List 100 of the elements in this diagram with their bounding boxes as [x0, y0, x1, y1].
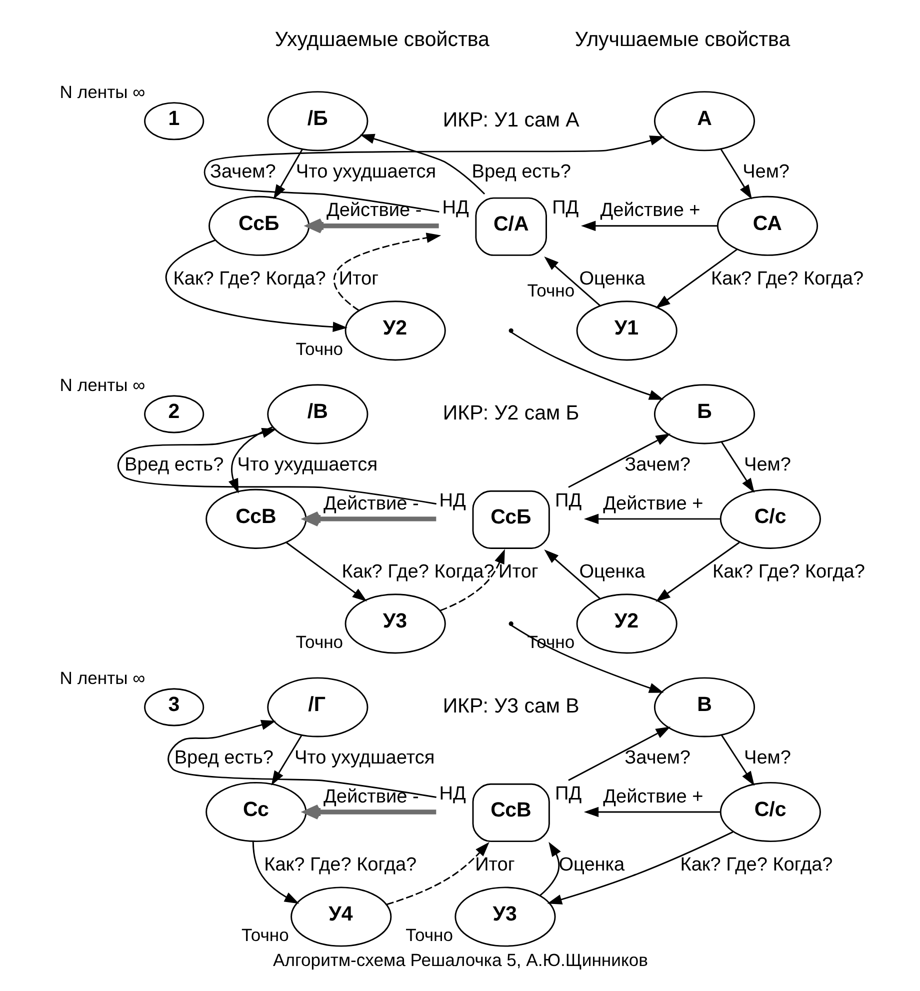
arrow — [167, 720, 436, 798]
edge-label: Вред есть? — [124, 454, 224, 476]
node-box: СсВ — [472, 783, 550, 842]
edge-label: Действие - — [323, 493, 418, 514]
arrow — [165, 239, 348, 332]
node-ellipse: У3 — [454, 886, 556, 947]
node-label: N ленты ∞ — [59, 668, 145, 688]
arrow — [359, 134, 485, 195]
arrow — [720, 148, 752, 200]
label: ИКР: У1 сам А — [442, 108, 579, 132]
node-ellipse: А — [653, 91, 755, 152]
arrow — [272, 149, 302, 200]
node-label: Точно — [526, 280, 574, 300]
edge-label: Действие - — [323, 786, 418, 808]
node-label: ПД — [554, 783, 582, 804]
node-box: С/А — [474, 197, 546, 256]
arrow — [568, 434, 670, 488]
edge-label: Как? Где? Когда? — [172, 268, 326, 290]
caption: Алгоритм-схема Решалочка 5, А.Ю.Щинников — [272, 950, 648, 970]
node-label: НД — [438, 783, 466, 804]
arrow — [655, 248, 737, 308]
node-ellipse: 3 — [144, 688, 204, 726]
arrow — [252, 841, 299, 904]
edge-label: Действие + — [602, 786, 703, 808]
arrow — [117, 428, 436, 505]
node-ellipse: У4 — [290, 886, 392, 947]
node-label: НД — [438, 490, 466, 512]
arrow — [439, 548, 504, 612]
edge-label: Что ухудшается — [295, 161, 436, 182]
edge-label: Зачем? — [210, 161, 276, 182]
arrow — [510, 624, 664, 693]
arrow — [270, 735, 302, 786]
edge-label: Действие + — [602, 493, 703, 514]
arrow — [544, 256, 600, 306]
arrow — [228, 426, 273, 494]
edge-label: Вред есть? — [174, 747, 273, 768]
node-ellipse: Сс — [205, 782, 306, 842]
arrow — [332, 232, 441, 312]
node-box: СсБ — [472, 490, 550, 549]
node-ellipse: /В — [266, 384, 368, 444]
label: Ухудшаемые свойства — [274, 28, 489, 51]
arrow — [285, 542, 366, 602]
arrow — [568, 726, 670, 781]
node-ellipse: У3 — [344, 594, 446, 654]
edge-label: Итог — [474, 854, 514, 876]
arrow — [304, 511, 436, 527]
node-ellipse: СсБ — [208, 196, 310, 256]
node-label: Точно — [295, 338, 343, 359]
arrow — [386, 842, 489, 906]
edge-label: Как? Где? Когда? — [710, 268, 864, 290]
edge-label: Оценка — [558, 854, 624, 876]
arrow — [306, 218, 438, 234]
node-ellipse: С/с — [719, 488, 820, 549]
edge-label: Итог — [498, 561, 538, 582]
arrow — [720, 734, 754, 786]
node-label: N ленты ∞ — [59, 82, 145, 102]
edge-label: Что ухудшается — [294, 747, 434, 768]
edge-label: Зачем? — [624, 747, 690, 768]
label: ИКР: У3 сам В — [442, 694, 579, 718]
edge-label: Чем? — [742, 161, 790, 182]
node-ellipse: С/с — [719, 782, 820, 842]
arrow — [580, 220, 717, 232]
edge-label: Что ухудшается — [236, 454, 378, 476]
arrow — [720, 441, 754, 493]
node-ellipse: 2 — [144, 395, 204, 434]
arrow — [546, 831, 733, 904]
node-ellipse: У2 — [576, 594, 677, 654]
edge-label: Действие + — [600, 200, 700, 222]
arrow — [583, 514, 720, 524]
node-ellipse: СсВ — [205, 488, 306, 549]
arrow — [203, 136, 664, 213]
node-label: Точно — [405, 925, 452, 946]
node-label: Точно — [295, 632, 343, 652]
node-ellipse: 1 — [144, 102, 204, 140]
arrow — [655, 542, 740, 602]
edge-label: Оценка — [578, 268, 645, 290]
edge-label: Чем? — [744, 747, 790, 768]
node-label: Точно — [240, 925, 288, 946]
edge-label: Как? Где? Когда? — [264, 854, 416, 876]
edge-label: Итог — [338, 268, 378, 290]
arrow — [544, 550, 600, 600]
edge-label: Чем? — [744, 454, 790, 476]
edge-label: Как? Где? Когда? — [712, 561, 864, 582]
arrow — [583, 806, 720, 818]
node-ellipse: У2 — [344, 300, 446, 361]
edge-label: Как? Где? Когда? — [680, 854, 832, 876]
arrow — [539, 842, 560, 896]
node-ellipse: СА — [716, 196, 818, 256]
node-label: N ленты ∞ — [59, 374, 145, 395]
node-label: ПД — [552, 197, 578, 218]
label: ИКР: У2 сам Б — [442, 402, 579, 425]
arrow — [510, 332, 664, 400]
edge-label: Как? Где? Когда? — [341, 561, 494, 582]
edge-label: Оценка — [578, 561, 645, 582]
node-ellipse: /Б — [266, 91, 368, 152]
node-label: ПД — [554, 490, 582, 512]
edge-label: Зачем? — [624, 454, 690, 476]
node-label: НД — [442, 197, 468, 218]
node-ellipse: /Г — [266, 677, 368, 738]
node-ellipse: У1 — [576, 300, 677, 361]
